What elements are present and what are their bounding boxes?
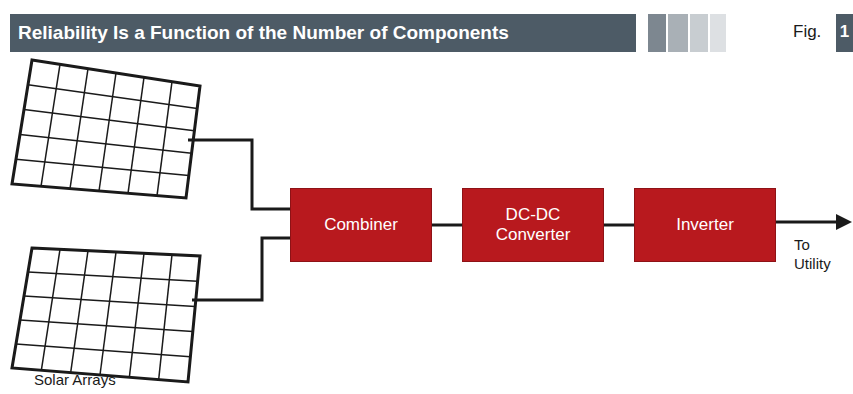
panel-outline <box>12 60 200 198</box>
process-box: DC-DC Converter <box>462 188 604 262</box>
output-line <box>776 221 840 224</box>
wire <box>192 238 290 300</box>
connector-line <box>604 224 634 227</box>
panel-grid <box>20 320 193 332</box>
solar-array <box>12 60 200 382</box>
panel-grid <box>71 251 88 373</box>
panel-grid <box>41 249 60 370</box>
box-text: Inverter <box>676 215 734 235</box>
panel-grid <box>24 296 195 306</box>
panel-grid <box>129 253 144 377</box>
caption-label: Solar Arrays <box>34 371 116 388</box>
panel-grid <box>28 272 198 281</box>
fig-number-box <box>836 14 853 52</box>
wire <box>188 140 290 209</box>
panel-grid <box>41 64 60 186</box>
output-label: To Utility <box>794 236 850 274</box>
deco-square <box>690 14 708 52</box>
connector-line <box>432 224 462 227</box>
panel-grid <box>24 110 194 131</box>
panel-outline <box>12 248 200 382</box>
panel-grid <box>99 73 116 191</box>
connector <box>432 225 462 226</box>
deco-square <box>648 14 666 52</box>
fig-number: 1 <box>840 22 849 42</box>
deco-square <box>710 14 726 52</box>
box-text: Combiner <box>324 215 398 235</box>
panel-grid <box>100 252 116 375</box>
connector <box>604 225 634 226</box>
title-text: Reliability Is a Function of the Number … <box>18 20 509 46</box>
box-text: DC-DC Converter <box>474 205 592 246</box>
panel-grid <box>70 69 88 189</box>
arrowhead <box>836 214 852 230</box>
panel-grid <box>16 344 190 357</box>
panel-grid <box>157 82 172 196</box>
panel-grid <box>128 77 144 193</box>
panel-grid <box>28 85 197 109</box>
process-box: Combiner <box>290 188 432 262</box>
fig-label: Fig. <box>793 22 821 42</box>
panel-grid <box>20 134 192 153</box>
process-box: Inverter <box>634 188 776 262</box>
panel-grid <box>159 255 172 380</box>
deco-square <box>668 14 688 52</box>
panel-grid <box>16 159 189 175</box>
